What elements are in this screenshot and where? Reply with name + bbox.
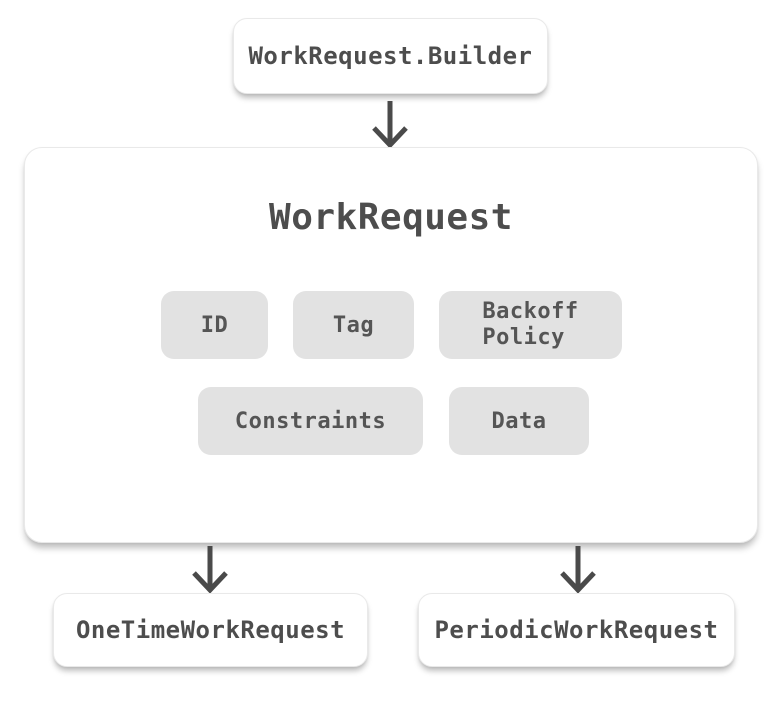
property-chip-data: Data [449, 387, 589, 455]
property-chip-tag: Tag [293, 291, 414, 359]
workrequest-builder-box: WorkRequest.Builder [233, 18, 548, 94]
onetime-workrequest-label: OneTimeWorkRequest [75, 616, 346, 644]
property-chip-constraints: Constraints [198, 387, 423, 455]
workrequest-title: WorkRequest [269, 197, 513, 238]
periodic-workrequest-box: PeriodicWorkRequest [418, 593, 735, 667]
property-chip-backoff-policy: Backoff Policy [439, 291, 622, 359]
arrow-down-icon [368, 100, 412, 148]
periodic-workrequest-label: PeriodicWorkRequest [434, 616, 719, 644]
onetime-workrequest-box: OneTimeWorkRequest [53, 593, 368, 667]
property-chip-backoff-policy-label: Backoff Policy [482, 298, 579, 350]
property-chip-id-label: ID [200, 312, 229, 338]
property-chip-tag-label: Tag [332, 312, 375, 338]
workrequest-box: WorkRequest ID Tag Backoff Policy Constr… [24, 147, 758, 543]
property-chip-constraints-label: Constraints [234, 408, 387, 434]
property-chip-id: ID [161, 291, 268, 359]
property-chip-data-label: Data [491, 408, 547, 434]
arrow-down-icon [188, 545, 232, 593]
workrequest-builder-label: WorkRequest.Builder [248, 42, 533, 70]
arrow-down-icon [556, 545, 600, 593]
